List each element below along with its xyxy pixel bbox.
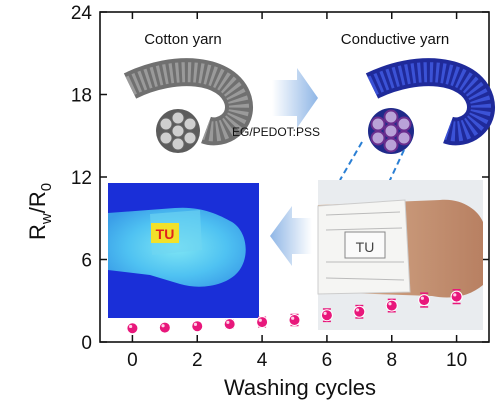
data-point-highlight — [258, 318, 262, 322]
data-point — [126, 322, 139, 335]
data-point — [450, 290, 463, 303]
x-tick-label: 2 — [192, 350, 203, 371]
data-point — [158, 321, 171, 334]
data-point-highlight — [323, 311, 327, 315]
data-point-highlight — [453, 293, 457, 297]
x-axis-label: Washing cycles — [224, 375, 376, 400]
data-point-highlight — [355, 308, 360, 312]
y-tick-label: 6 — [81, 251, 92, 272]
y-tick-label: 12 — [71, 168, 92, 189]
arrow-left-icon — [270, 206, 312, 266]
x-ticks: 0 2 4 6 8 10 — [127, 12, 467, 371]
data-point-highlight — [420, 296, 424, 300]
x-tick-label: 0 — [127, 350, 138, 371]
data-point — [385, 299, 398, 312]
data-point-highlight — [193, 322, 198, 326]
thermal-text: TU — [156, 226, 175, 242]
data-point-highlight — [388, 302, 392, 306]
inset-illustration: Cotton yarn Conductive yarn — [108, 31, 495, 330]
coating-label: EG/PEDOT:PSS — [232, 125, 320, 139]
cotton-yarn-icon — [123, 58, 253, 153]
wrist-photo: TU — [317, 180, 483, 330]
data-point-highlight — [129, 324, 133, 329]
fabric-text: TU — [356, 239, 375, 255]
cotton-yarn-label: Cotton yarn — [144, 31, 222, 48]
arrow-right-icon — [272, 68, 318, 128]
thermal-image: TU — [108, 183, 259, 318]
y-axis-label: Rw/R0 — [25, 183, 55, 240]
y-tick-label: 18 — [71, 86, 92, 107]
conductive-yarn-icon — [365, 58, 495, 154]
data-point — [418, 294, 431, 307]
x-tick-label: 8 — [386, 350, 397, 371]
data-point — [288, 314, 301, 326]
data-point-highlight — [226, 320, 230, 324]
y-tick-label: 0 — [81, 333, 92, 354]
data-point-highlight — [161, 324, 165, 328]
x-tick-label: 6 — [322, 350, 333, 371]
data-point — [256, 316, 269, 329]
data-series — [126, 289, 463, 335]
data-point — [320, 309, 333, 322]
conductive-yarn-label: Conductive yarn — [341, 31, 449, 48]
data-point — [223, 318, 236, 331]
y-tick-label: 24 — [71, 3, 93, 24]
data-point — [191, 320, 204, 333]
dashed-pointer-left — [339, 141, 363, 181]
x-tick-label: 4 — [257, 350, 268, 371]
x-tick-label: 10 — [446, 350, 467, 371]
data-point-highlight — [291, 316, 295, 320]
data-point — [353, 305, 366, 318]
